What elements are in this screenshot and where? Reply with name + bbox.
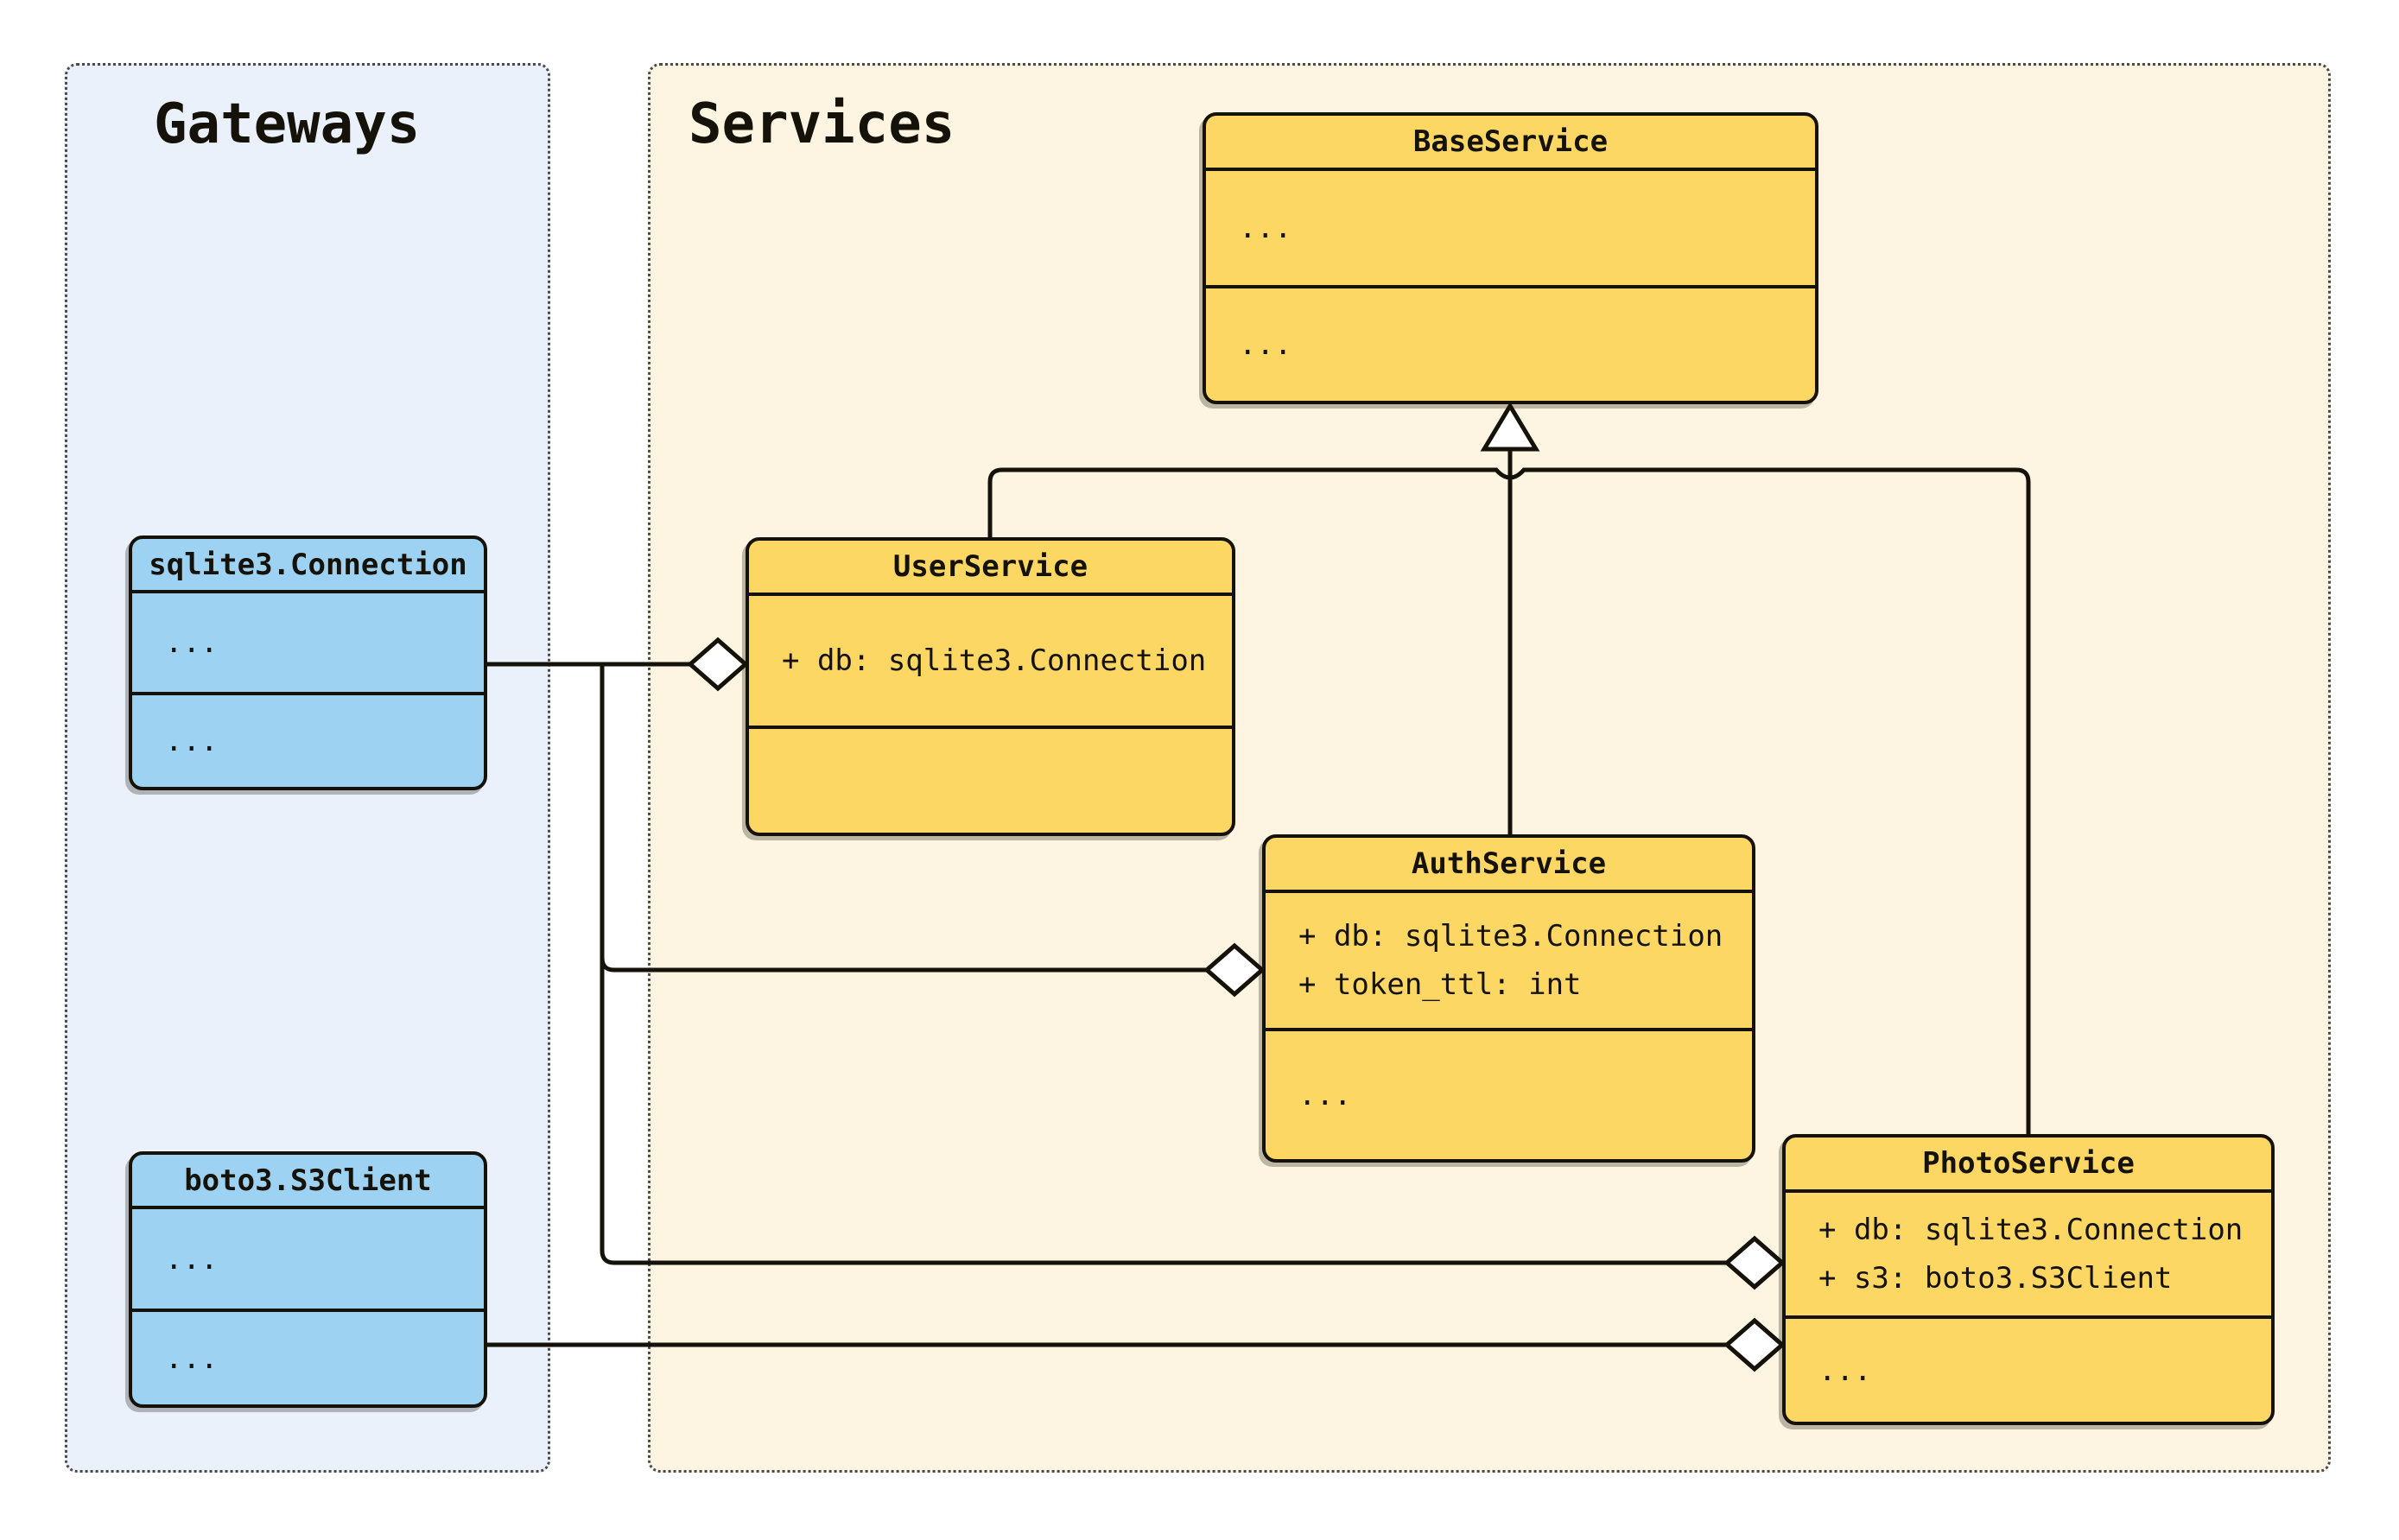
class-boto3-s3client-name: boto3.S3Client — [184, 1163, 432, 1198]
class-photoservice-attributes: + db: sqlite3.Connection + s3: boto3.S3C… — [1786, 1189, 2271, 1315]
group-gateways-title: Gateways — [154, 92, 421, 156]
class-baseservice-attributes: ... — [1206, 168, 1815, 285]
class-baseservice: BaseService ... ... — [1203, 112, 1818, 404]
method-text: ... — [1298, 1078, 1352, 1112]
attribute-text: + s3: boto3.S3Client — [1818, 1261, 2173, 1296]
group-services-title: Services — [689, 92, 955, 156]
class-photoservice: PhotoService + db: sqlite3.Connection + … — [1782, 1134, 2275, 1425]
class-photoservice-methods: ... — [1786, 1315, 2271, 1422]
class-authservice-methods: ... — [1266, 1028, 1752, 1159]
class-sqlite3-connection-attributes: ... — [132, 590, 484, 692]
class-authservice: AuthService + db: sqlite3.Connection + t… — [1262, 834, 1755, 1163]
class-boto3-s3client: boto3.S3Client ... ... — [129, 1151, 487, 1408]
class-userservice: UserService + db: sqlite3.Connection — [746, 537, 1235, 836]
method-text: ... — [165, 1340, 219, 1376]
attribute-text: + db: sqlite3.Connection — [1298, 919, 1723, 954]
method-text: ... — [165, 724, 219, 758]
method-text: ... — [1818, 1353, 1872, 1388]
class-sqlite3-connection-methods: ... — [132, 692, 484, 787]
class-sqlite3-connection: sqlite3.Connection ... ... — [129, 536, 487, 790]
attribute-text: ... — [165, 625, 219, 660]
class-sqlite3-connection-name: sqlite3.Connection — [149, 547, 467, 582]
class-baseservice-name: BaseService — [1412, 124, 1609, 159]
class-authservice-name: AuthService — [1411, 846, 1607, 881]
class-authservice-attributes: + db: sqlite3.Connection + token_ttl: in… — [1266, 890, 1752, 1028]
attribute-text: + db: sqlite3.Connection — [782, 643, 1207, 678]
class-userservice-name: UserService — [892, 549, 1088, 584]
class-boto3-s3client-attributes: ... — [132, 1206, 484, 1309]
class-baseservice-methods: ... — [1206, 285, 1815, 401]
method-text: ... — [1239, 327, 1292, 362]
attribute-text: ... — [165, 1241, 219, 1277]
class-userservice-methods — [749, 726, 1232, 833]
attribute-text: ... — [1239, 211, 1292, 245]
attribute-text: + token_ttl: int — [1298, 967, 1582, 1002]
attribute-text: + db: sqlite3.Connection — [1818, 1213, 2244, 1247]
class-photoservice-name: PhotoService — [1922, 1146, 2135, 1181]
class-boto3-s3client-methods: ... — [132, 1309, 484, 1404]
class-userservice-attributes: + db: sqlite3.Connection — [749, 593, 1232, 726]
